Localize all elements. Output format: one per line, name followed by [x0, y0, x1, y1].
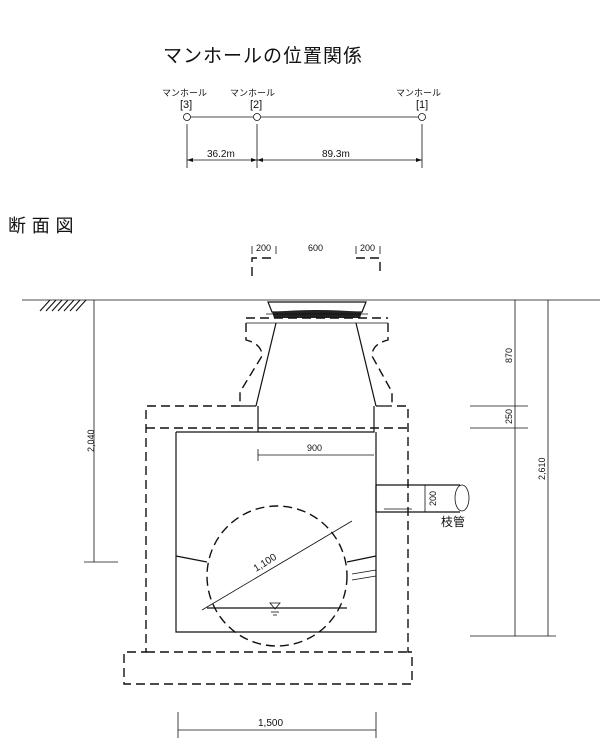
cover-frame: [251, 257, 381, 276]
dim-top-center: 600: [308, 243, 323, 253]
dim-top-right: 200: [360, 243, 375, 253]
distance-3-2: 36.2m: [207, 149, 235, 160]
manhole-3-marker: [183, 113, 191, 121]
diagram-title: マンホールの位置関係: [163, 45, 363, 67]
dim-inner-offset: 900: [307, 443, 322, 453]
pipe-dia-line: [201, 520, 353, 611]
dim-riser-depth: 870: [504, 348, 514, 363]
manhole-3-name: マンホール: [162, 88, 207, 99]
body-outer: [123, 405, 413, 685]
riser-outer: [239, 323, 393, 406]
distance-2-1: 89.3m: [322, 149, 350, 160]
manhole-1-id: [1]: [416, 99, 428, 111]
dim-top-left: 200: [256, 243, 271, 253]
dim-branch-dia: 200: [428, 491, 438, 506]
plan-view: マンホール [3] マンホール [2] マンホール [1] 36.2m 89.3…: [162, 88, 441, 168]
manhole-1-name: マンホール: [396, 88, 441, 99]
manhole-2-marker: [253, 113, 261, 121]
main-pipe: [206, 505, 348, 647]
riser-inner: [240, 322, 392, 407]
manhole-3-id: [3]: [180, 99, 192, 111]
dim-left-depth: 2,040: [86, 429, 96, 452]
dim-total-depth: 2,610: [537, 457, 547, 480]
branch-label: 枝管: [441, 514, 465, 529]
section-view: 200 600 200: [22, 243, 600, 738]
manhole-2-id: [2]: [250, 99, 262, 111]
ground-hatch: [39, 299, 87, 312]
manhole-1-marker: [418, 113, 426, 121]
branch-pipe: [375, 484, 460, 513]
chamber-inner: [175, 406, 377, 633]
manhole-2-name: マンホール: [230, 88, 275, 99]
water-level-icon: [269, 602, 281, 610]
dim-base-width: 1,500: [258, 718, 283, 729]
dim-pipe-dia: 1,100: [252, 552, 279, 575]
section-heading: 断 面 図: [8, 216, 73, 237]
dim-slab: 250: [504, 409, 514, 424]
